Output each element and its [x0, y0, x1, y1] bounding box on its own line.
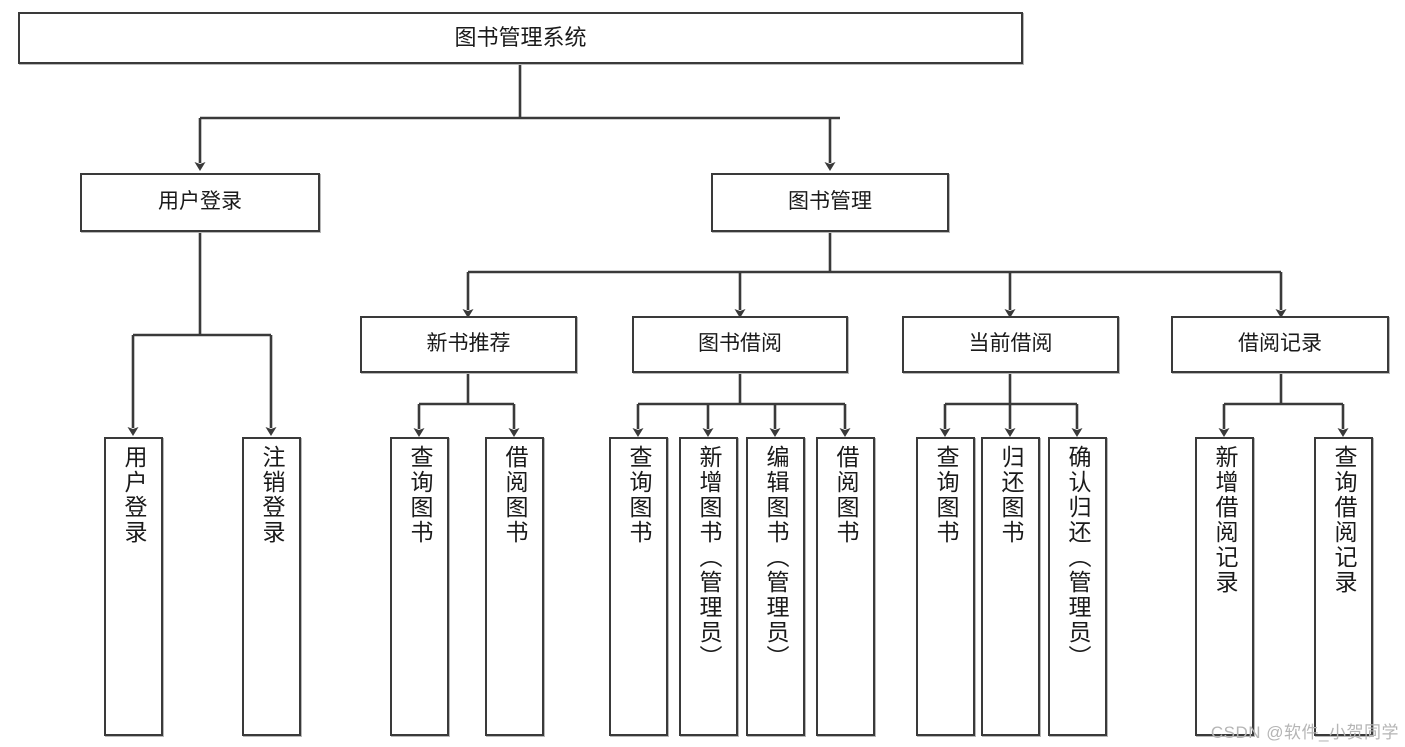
node-new-book-recommend[interactable]: 新书推荐 [360, 316, 577, 373]
node-book-borrow-label: 图书借阅 [698, 332, 782, 356]
leaf-borrow-book-recommend[interactable]: 借阅图书 [485, 437, 544, 736]
node-borrow-record[interactable]: 借阅记录 [1171, 316, 1389, 373]
leaf-edit-book-admin[interactable]: 编辑图书（管理员） [746, 437, 805, 736]
leaf-add-borrow-record-label: 新增借阅记录 [1212, 445, 1238, 595]
leaf-add-book-admin[interactable]: 新增图书（管理员） [679, 437, 738, 736]
leaf-add-borrow-record[interactable]: 新增借阅记录 [1195, 437, 1254, 736]
node-current-borrow-label: 当前借阅 [968, 332, 1053, 356]
csdn-watermark: CSDN @软件_小贺同学 [1210, 723, 1399, 742]
leaf-query-book-borrow[interactable]: 查询图书 [609, 437, 668, 736]
leaf-add-book-admin-label: 新增图书（管理员） [696, 445, 722, 670]
node-user-login-label: 用户登录 [158, 190, 242, 214]
node-book-management[interactable]: 图书管理 [711, 173, 949, 232]
node-root[interactable]: 图书管理系统 [18, 12, 1023, 64]
leaf-return-book[interactable]: 归还图书 [981, 437, 1040, 736]
leaf-borrow-book[interactable]: 借阅图书 [816, 437, 875, 736]
leaf-return-book-label: 归还图书 [998, 445, 1024, 545]
leaf-logout-label: 注销登录 [259, 445, 285, 545]
leaf-user-login[interactable]: 用户登录 [104, 437, 163, 736]
leaf-query-borrow-record[interactable]: 查询借阅记录 [1314, 437, 1373, 736]
leaf-query-book-current-label: 查询图书 [933, 445, 959, 545]
node-user-login[interactable]: 用户登录 [80, 173, 320, 232]
leaf-query-book-recommend[interactable]: 查询图书 [390, 437, 449, 736]
leaf-borrow-book-recommend-label: 借阅图书 [502, 445, 528, 545]
node-new-book-recommend-label: 新书推荐 [426, 332, 511, 356]
leaf-user-login-label: 用户登录 [121, 445, 147, 545]
leaf-query-book-current[interactable]: 查询图书 [916, 437, 975, 736]
node-root-label: 图书管理系统 [454, 25, 587, 51]
leaf-query-book-recommend-label: 查询图书 [407, 445, 433, 545]
leaf-query-borrow-record-label: 查询借阅记录 [1331, 445, 1357, 595]
node-borrow-record-label: 借阅记录 [1238, 332, 1322, 356]
leaf-confirm-return-admin[interactable]: 确认归还（管理员） [1048, 437, 1107, 736]
leaf-confirm-return-admin-label: 确认归还（管理员） [1065, 445, 1091, 670]
node-book-management-label: 图书管理 [788, 190, 872, 214]
leaf-edit-book-admin-label: 编辑图书（管理员） [763, 445, 789, 670]
leaf-borrow-book-label: 借阅图书 [833, 445, 859, 545]
leaf-query-book-borrow-label: 查询图书 [626, 445, 652, 545]
node-book-borrow[interactable]: 图书借阅 [632, 316, 848, 373]
leaf-logout[interactable]: 注销登录 [242, 437, 301, 736]
node-current-borrow[interactable]: 当前借阅 [902, 316, 1119, 373]
